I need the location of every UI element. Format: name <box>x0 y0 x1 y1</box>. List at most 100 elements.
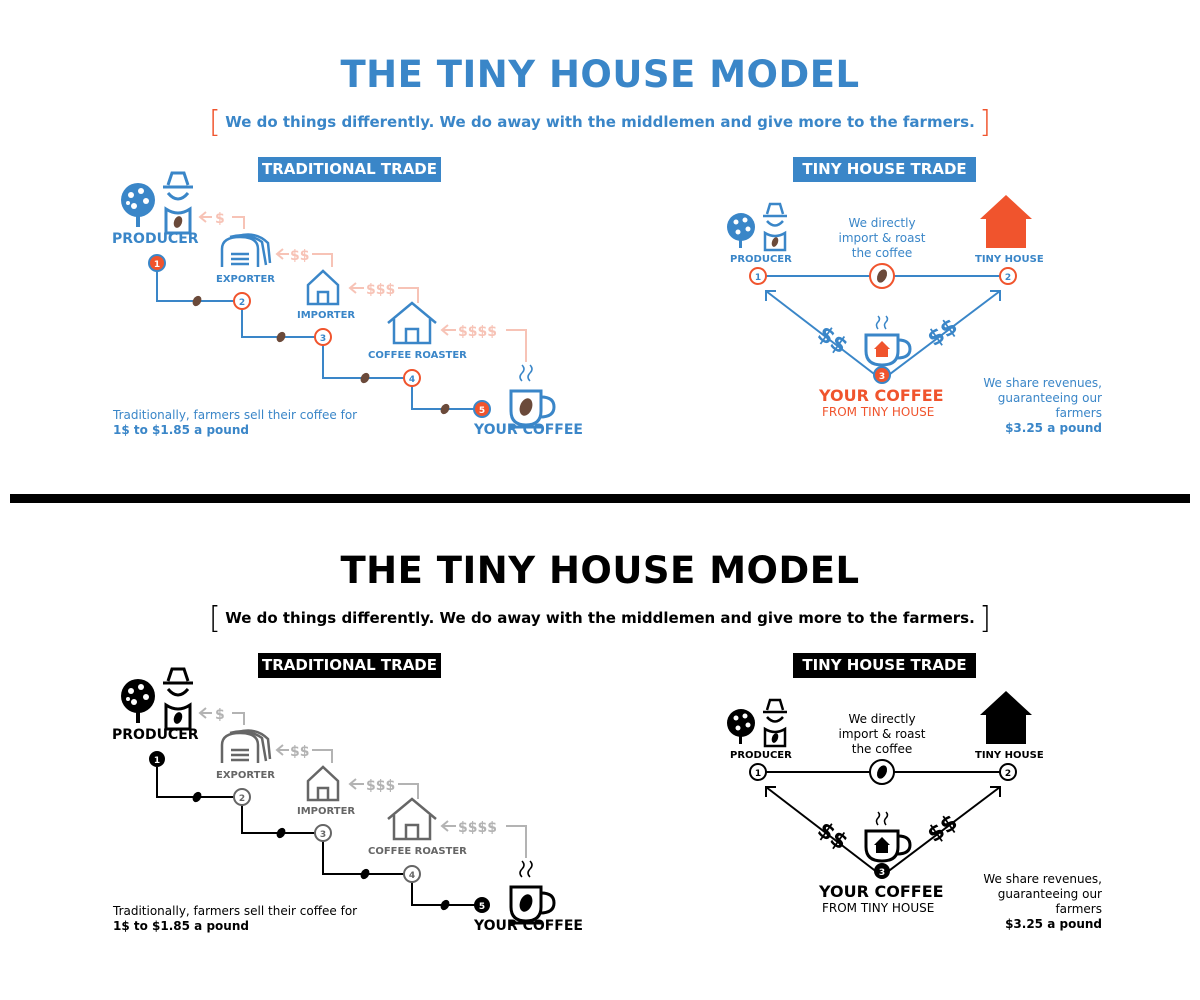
coffee-bean-icon <box>173 712 183 724</box>
producer-icon <box>121 171 193 235</box>
coffee-bean-icon <box>276 331 286 343</box>
step-1-marker <box>149 751 165 767</box>
subtitle: [ We do things differently. We do away w… <box>209 601 991 636</box>
money-label-2: $$ <box>290 744 309 760</box>
coffee-bean-icons <box>192 791 450 911</box>
your-coffee-label: YOUR COFFEE <box>474 918 583 934</box>
coffee-bean-icon <box>192 791 202 803</box>
step-5-marker <box>473 400 491 418</box>
step-4-marker <box>403 865 421 883</box>
coffee-bean-icon <box>876 765 888 779</box>
direct-import-note: We directly import & roast the coffee <box>838 216 926 260</box>
producer-icon <box>727 698 787 748</box>
subtitle-text: We do things differently. We do away wit… <box>225 113 975 131</box>
page-title: THE TINY HOUSE MODEL <box>340 53 860 96</box>
money-flow-arrows <box>198 211 527 362</box>
coffee-tree-icon <box>121 183 155 227</box>
coffee-roaster-label: COFFEE ROASTER <box>368 350 467 361</box>
money-label-3: $$$ <box>366 778 395 794</box>
revenue-label-right: $$ <box>923 314 962 352</box>
producer-label: PRODUCER <box>112 231 199 247</box>
revenue-share-note: We share revenues, guaranteeing our farm… <box>983 376 1102 435</box>
svg-text:4: 4 <box>409 375 415 385</box>
coffee-cup-icon <box>509 364 556 429</box>
step-1-marker <box>749 763 767 781</box>
svg-text:1: 1 <box>755 769 761 779</box>
svg-text:3: 3 <box>320 830 326 840</box>
direct-import-note: We directly import & roast the coffee <box>838 712 926 756</box>
step-5-marker <box>474 897 490 913</box>
traditional-trade-tab: TRADITIONAL TRADE <box>258 157 441 182</box>
coffee-bean-icon <box>276 827 286 839</box>
step-markers: 1 2 3 4 5 <box>149 751 490 913</box>
from-tiny-house-label: FROM TINY HOUSE <box>822 405 935 419</box>
tiny-producer-label: PRODUCER <box>730 254 792 265</box>
step-3-marker <box>314 824 332 842</box>
step-2-marker <box>233 292 251 310</box>
svg-text:2: 2 <box>239 298 245 308</box>
page-title: THE TINY HOUSE MODEL <box>340 549 860 592</box>
your-coffee-label: YOUR COFFEE <box>819 386 944 405</box>
money-flow-arrows <box>198 707 527 858</box>
from-tiny-house-label: FROM TINY HOUSE <box>822 901 935 915</box>
trade-diagram: $ $$ $$$ $$$$ 1 2 3 4 5 <box>121 667 1032 925</box>
coffee-tree-icon <box>121 679 155 723</box>
producer-label: PRODUCER <box>112 727 199 743</box>
importer-icon <box>306 269 340 306</box>
tiny-house-coffee-cup-icon <box>864 811 912 863</box>
importer-label: IMPORTER <box>297 310 356 321</box>
svg-text:1: 1 <box>755 273 761 283</box>
svg-text:1: 1 <box>154 260 160 270</box>
coffee-bean-icon <box>360 372 370 384</box>
step-3-marker <box>314 328 332 346</box>
farmer-icon <box>763 202 787 252</box>
svg-text:5: 5 <box>479 902 485 912</box>
revenue-label-right: $$ <box>923 810 962 848</box>
your-coffee-label: YOUR COFFEE <box>819 882 944 901</box>
coffee-cup-icon <box>509 860 556 925</box>
step-2-marker <box>999 763 1017 781</box>
step-markers: 1 2 3 4 5 <box>148 254 491 418</box>
subtitle: [ We do things differently. We do away w… <box>209 105 991 140</box>
svg-text:2: 2 <box>239 794 245 804</box>
svg-text:3: 3 <box>879 372 885 382</box>
color-version-panel: THE TINY HOUSE MODEL [ We do things diff… <box>0 17 1200 497</box>
subtitle-text: We do things differently. We do away wit… <box>225 609 975 627</box>
section-divider <box>10 494 1190 503</box>
coffee-roaster-icon <box>387 301 437 345</box>
coffee-bean-icon <box>192 295 202 307</box>
exporter-icon <box>220 729 272 763</box>
traditional-trade-tab: TRADITIONAL TRADE <box>258 653 441 678</box>
svg-text:3: 3 <box>320 334 326 344</box>
traditional-price-note: Traditionally, farmers sell their coffee… <box>113 904 358 933</box>
importer-label: IMPORTER <box>297 806 356 817</box>
coffee-bean-icon <box>771 733 779 743</box>
svg-text:5: 5 <box>479 406 485 416</box>
step-3-marker <box>874 863 890 879</box>
step-3-marker <box>873 366 891 384</box>
tiny-house-trade-tab: TINY HOUSE TRADE <box>793 653 976 678</box>
revenue-share-note: We share revenues, guaranteeing our farm… <box>983 872 1102 931</box>
tiny-house-coffee-cup-icon <box>864 315 912 367</box>
tiny-house-label: TINY HOUSE <box>975 254 1044 265</box>
coffee-bean-icon <box>440 899 450 911</box>
exporter-label: EXPORTER <box>216 770 275 781</box>
farmer-icon <box>163 667 193 731</box>
tiny-house-label: TINY HOUSE <box>975 750 1044 761</box>
money-label-3: $$$ <box>366 282 395 298</box>
coffee-tree-icon <box>727 709 755 737</box>
money-label-4: $$$$ <box>458 820 497 836</box>
coffee-roaster-label: COFFEE ROASTER <box>368 846 467 857</box>
coffee-bean-icons <box>192 295 450 415</box>
revenue-label-left: $$ <box>813 817 852 855</box>
coffee-bean-icon <box>173 216 183 228</box>
trade-diagram: $ $$ $$$ $$$$ 1 2 3 4 5 <box>121 171 1032 429</box>
revenue-label-left: $$ <box>813 321 852 359</box>
money-label-4: $$$$ <box>458 324 497 340</box>
revenue-flow-arrows <box>765 786 1001 877</box>
exporter-label: EXPORTER <box>216 274 275 285</box>
coffee-bean-icon <box>360 868 370 880</box>
coffee-bean-icon <box>440 403 450 415</box>
step-1-marker <box>749 267 767 285</box>
coffee-bean-icon <box>876 269 888 283</box>
